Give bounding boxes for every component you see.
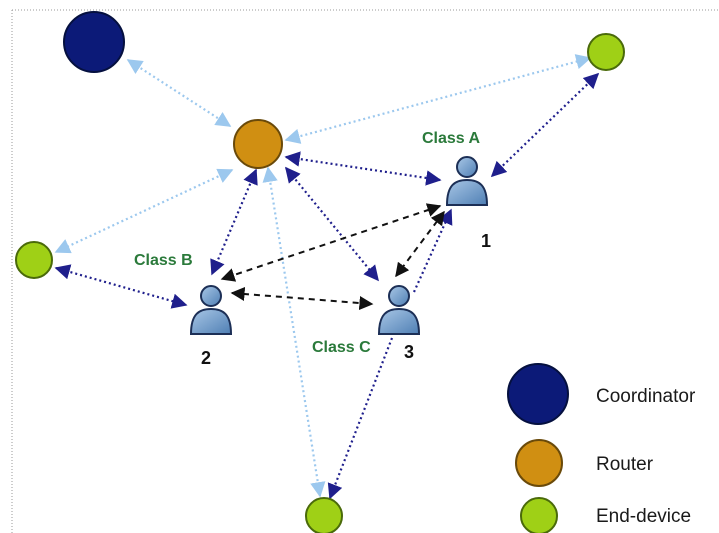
- link-user3-user1: [412, 208, 453, 293]
- user-icon: [445, 178, 489, 206]
- end-device-node-left: [15, 241, 53, 279]
- user-icon: [377, 307, 421, 335]
- dark-links: [54, 72, 600, 500]
- link-router-end-top-right: [284, 54, 592, 144]
- user-head-icon: [200, 285, 222, 307]
- user-head-icon: [388, 285, 410, 307]
- router-node: [233, 119, 283, 169]
- end-device-node-bottom: [305, 497, 343, 533]
- legend-end-device-swatch: [520, 497, 558, 533]
- user-1-class-label: Class A: [422, 130, 481, 147]
- link-user2-user3: [230, 287, 374, 310]
- user-node-2: [189, 285, 233, 335]
- user-1-number: 1: [481, 231, 491, 251]
- legend-end-device-label: End-device: [596, 506, 691, 527]
- link-end-left-user2: [54, 264, 188, 309]
- link-router-user1: [284, 151, 442, 186]
- legend: Coordinator Router End-device: [507, 363, 696, 533]
- legend-coordinator-label: Coordinator: [596, 386, 696, 407]
- user-node-3: [377, 285, 421, 335]
- link-coordinator-router: [126, 59, 232, 127]
- user-node-1: [445, 156, 489, 206]
- user-head-icon: [456, 156, 478, 178]
- user-3-number: 3: [404, 342, 414, 362]
- user-3-class-label: Class C: [312, 339, 371, 356]
- end-device-node-top-right: [587, 33, 625, 71]
- coordinator-node: [63, 11, 125, 73]
- user-2-number: 2: [201, 348, 211, 368]
- dashed-links: [220, 203, 445, 310]
- legend-router-label: Router: [596, 454, 654, 475]
- link-router-user2: [210, 168, 258, 276]
- light-links: [54, 54, 592, 498]
- user-2-class-label: Class B: [134, 252, 193, 269]
- link-router-end-bottom: [262, 166, 326, 498]
- link-user1-user3: [395, 210, 445, 278]
- link-user3-end-bottom: [327, 337, 394, 500]
- link-router-user3: [285, 166, 379, 282]
- legend-router-swatch: [515, 439, 563, 487]
- link-router-end-left: [54, 168, 234, 254]
- legend-coordinator-swatch: [507, 363, 569, 425]
- link-user1-user2: [220, 203, 442, 282]
- user-icon: [189, 307, 233, 335]
- link-end-top-right-user1: [490, 72, 600, 178]
